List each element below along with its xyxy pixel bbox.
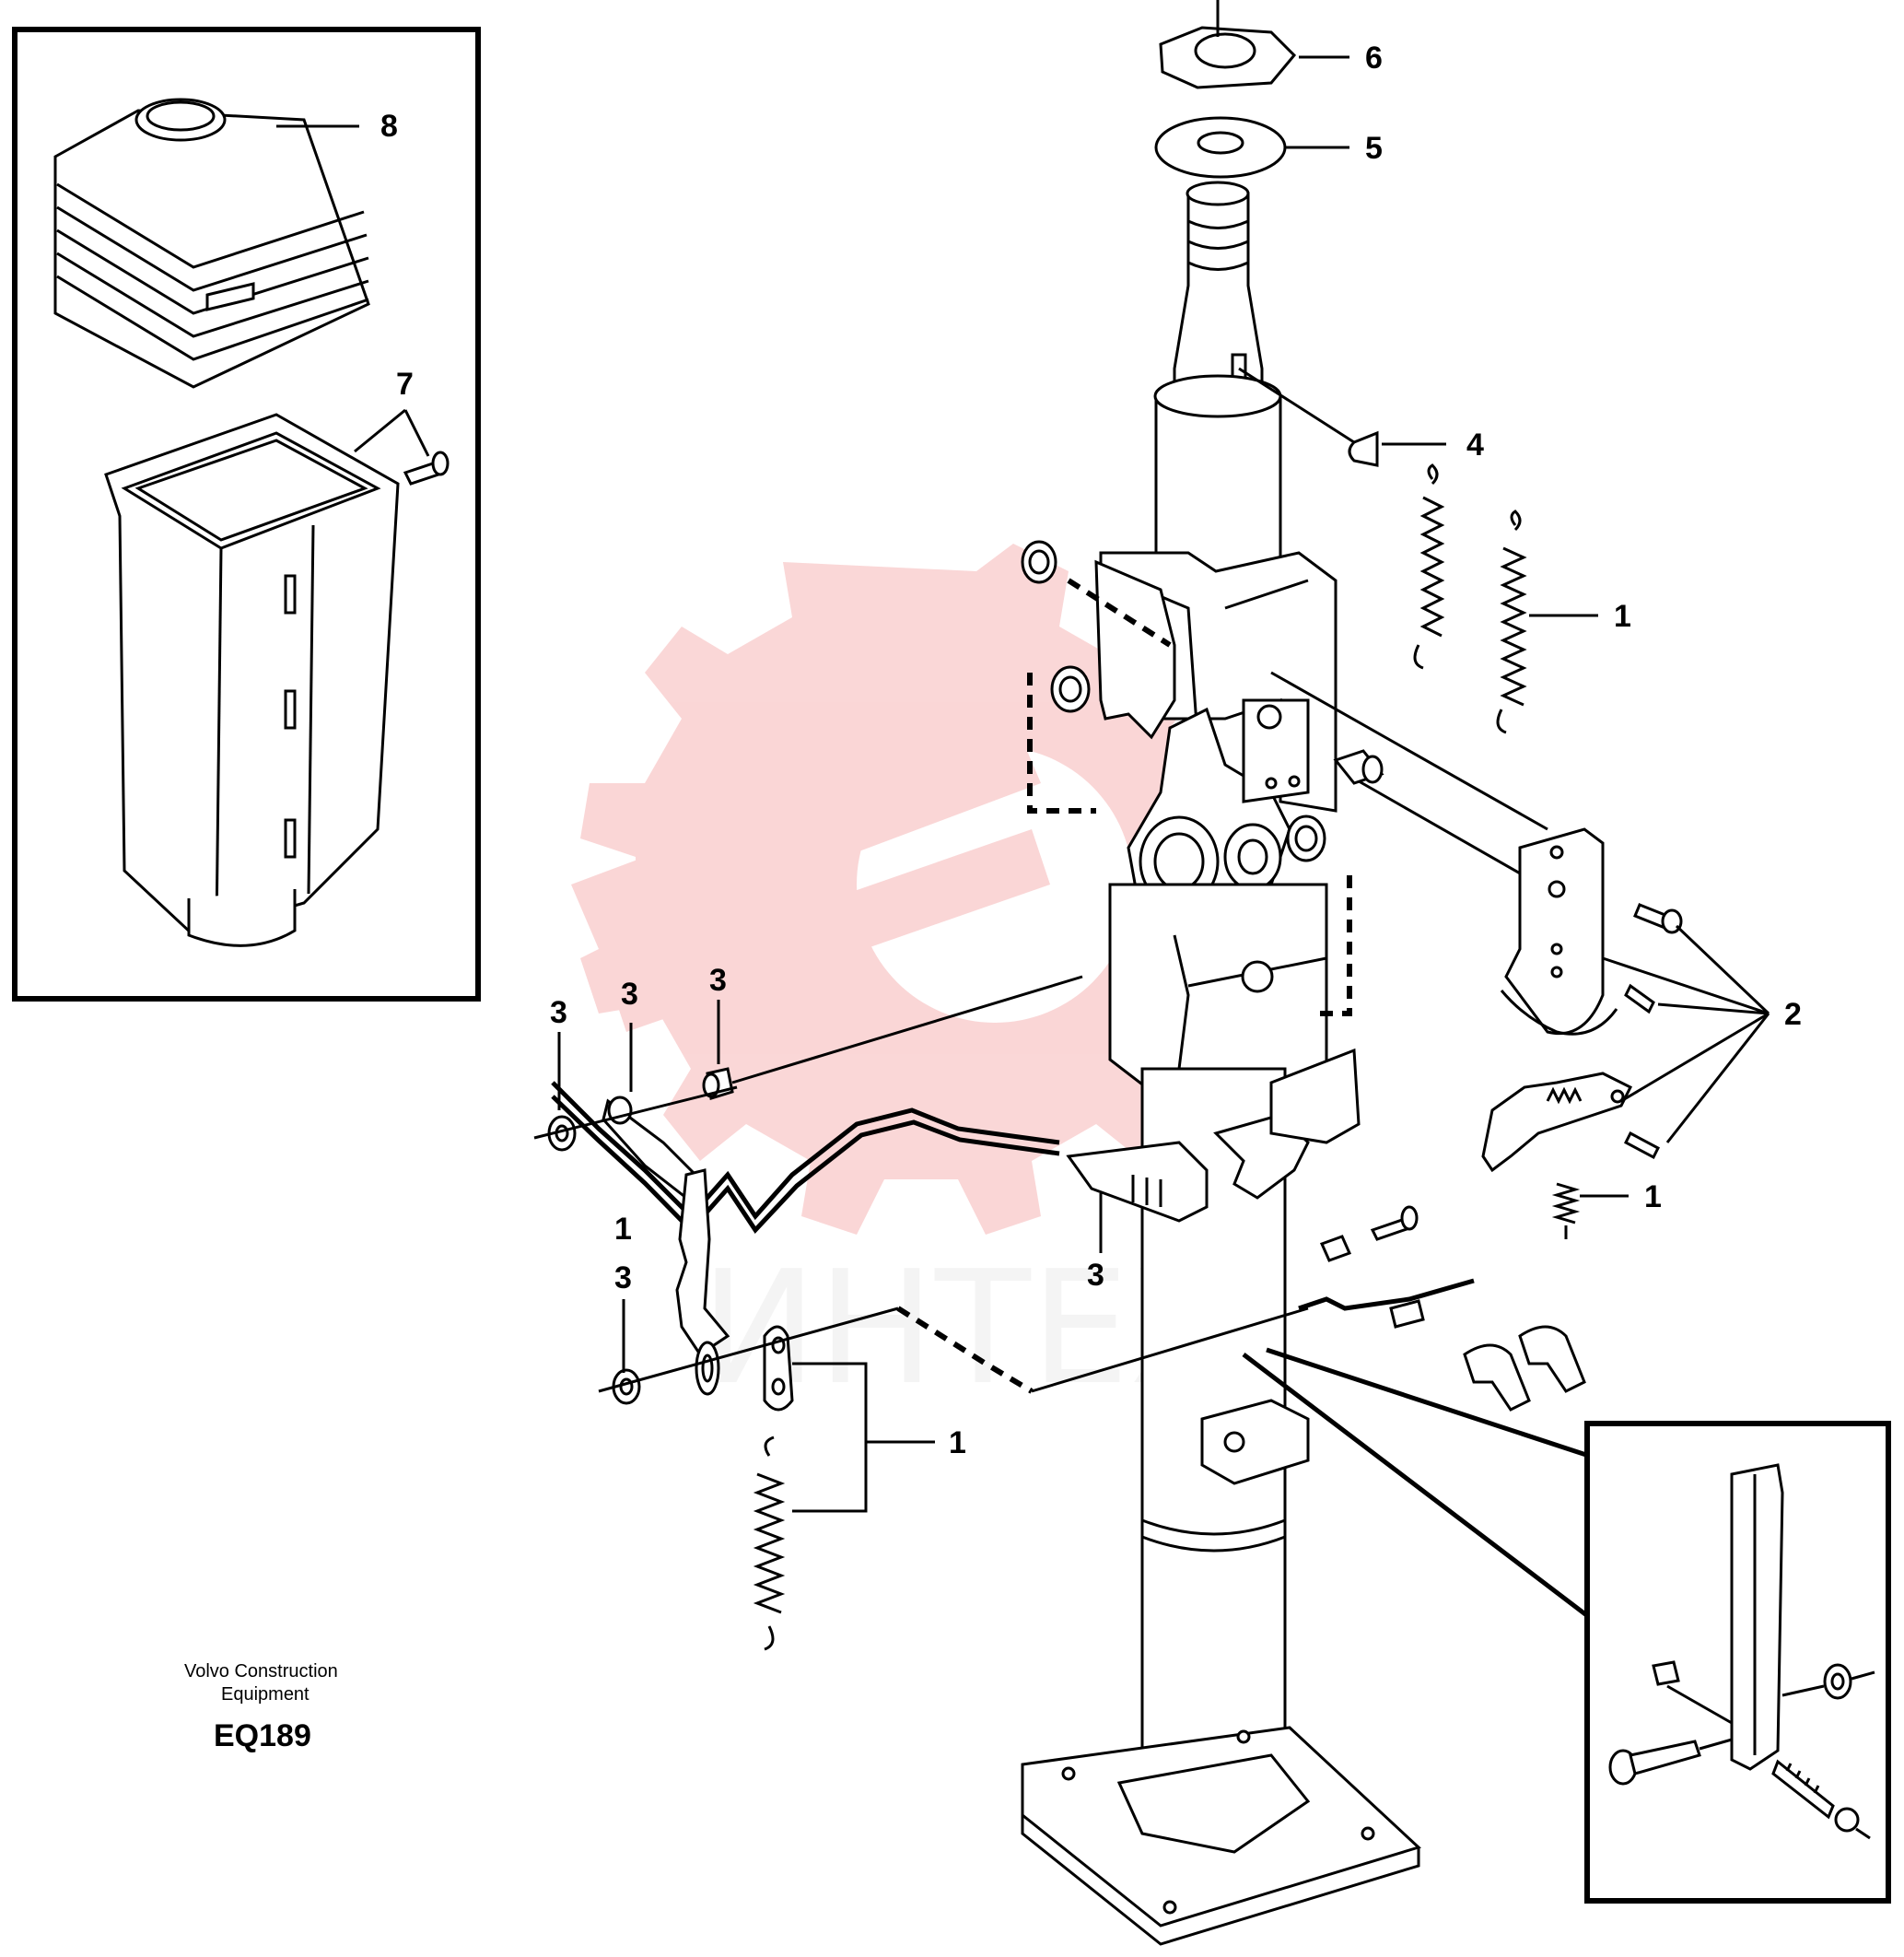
bushing-upper	[1021, 540, 1057, 584]
spring-1-d	[753, 1436, 786, 1651]
clip-b	[1518, 1325, 1586, 1393]
dashed-axis-lower	[896, 1306, 1034, 1394]
leader-1-d-bracket	[792, 1362, 868, 1513]
washer-3-lower	[612, 1368, 641, 1405]
bushing-right	[1286, 814, 1326, 862]
lock-rod	[1298, 1278, 1475, 1329]
leader-7-b	[403, 409, 430, 457]
leader-2-e	[1665, 1013, 1770, 1143]
callout-1-c: 1	[614, 1212, 632, 1247]
caption-line-1: Volvo Construction	[184, 1661, 338, 1682]
axis-line-upper	[533, 1085, 738, 1140]
spring-1-b	[1496, 510, 1527, 734]
lever-bracket	[675, 1168, 730, 1396]
watermark-gear-hole	[857, 746, 1133, 1023]
callout-3-e: 3	[614, 1260, 632, 1295]
inset-bolt	[1608, 1738, 1733, 1786]
callout-4: 4	[1466, 428, 1484, 463]
magnify-line-1	[1242, 1353, 1591, 1619]
washer-5	[1154, 116, 1287, 179]
inset-boot-housing: 8 7	[12, 27, 481, 1002]
inset-screw	[1771, 1759, 1871, 1840]
spring-1-c	[1551, 1182, 1581, 1239]
callout-6: 6	[1365, 41, 1383, 76]
rubber-boot	[53, 98, 370, 389]
dashed-guide-left	[1027, 673, 1096, 814]
pin-2	[1624, 983, 1655, 1014]
callout-3-a: 3	[550, 995, 567, 1030]
steering-column	[1021, 181, 1421, 1946]
leader-2-d	[1620, 1012, 1770, 1103]
lever-rod	[551, 1081, 1060, 1235]
callout-7: 7	[396, 367, 414, 402]
leader-2-c	[1657, 1002, 1770, 1015]
axis-line-lower	[598, 1307, 899, 1393]
clip-a	[1463, 1343, 1531, 1412]
callout-3-b: 3	[621, 977, 638, 1012]
dashed-guide-right	[1317, 875, 1352, 1016]
caption-line-2: Equipment	[221, 1684, 310, 1705]
callout-8: 8	[380, 109, 398, 144]
inset-detail	[1584, 1421, 1891, 1904]
pin-axis-line	[1270, 671, 1548, 831]
watermark: ИНТЕХ	[571, 544, 1271, 1420]
inset-frame-top-left	[12, 27, 481, 1002]
diagram-code: EQ189	[214, 1718, 311, 1753]
watermark-stripe-2	[608, 829, 1050, 1032]
leader-7-a	[354, 408, 406, 453]
axis-line-lower-2	[1031, 1307, 1309, 1393]
bolt-small	[1370, 1205, 1419, 1241]
callout-5: 5	[1365, 131, 1383, 166]
spring-1-a	[1413, 463, 1445, 670]
pin-bush	[1333, 749, 1384, 785]
callout-3-knob: 3	[1087, 1258, 1104, 1293]
nut-small	[1319, 1235, 1352, 1262]
callout-3-c: 3	[709, 963, 727, 998]
axis-line-upper-2	[731, 975, 1083, 1084]
pin-axis-line-2	[1353, 777, 1548, 891]
magnify-line-2	[1266, 1347, 1590, 1459]
callout-1-a: 1	[1614, 599, 1631, 634]
callout-1-b: 1	[1644, 1179, 1662, 1214]
watermark-gear-icon	[580, 544, 1271, 1235]
nut-6	[1159, 0, 1297, 89]
pawl-2	[1481, 1072, 1633, 1173]
pawl-lower	[1213, 1048, 1361, 1200]
leader-2-a	[1675, 924, 1770, 1015]
lever-housing	[104, 413, 400, 947]
key-4	[1348, 430, 1379, 467]
quadrant-plate	[1500, 827, 1618, 1036]
leader-2-b	[1602, 956, 1770, 1015]
dashed-guide-top	[1067, 578, 1172, 648]
leader-4-shaft	[1238, 367, 1355, 444]
screw-7	[403, 451, 450, 486]
inset-washer	[1781, 1663, 1875, 1700]
callout-2: 2	[1784, 997, 1802, 1032]
callout-1-d: 1	[949, 1425, 966, 1460]
pin-2-b	[1624, 1131, 1660, 1160]
shift-knob-3	[1066, 1141, 1209, 1223]
bolt-2	[1633, 903, 1683, 934]
watermark-stripe-1	[571, 719, 1041, 949]
bushing-lower	[1050, 665, 1091, 713]
